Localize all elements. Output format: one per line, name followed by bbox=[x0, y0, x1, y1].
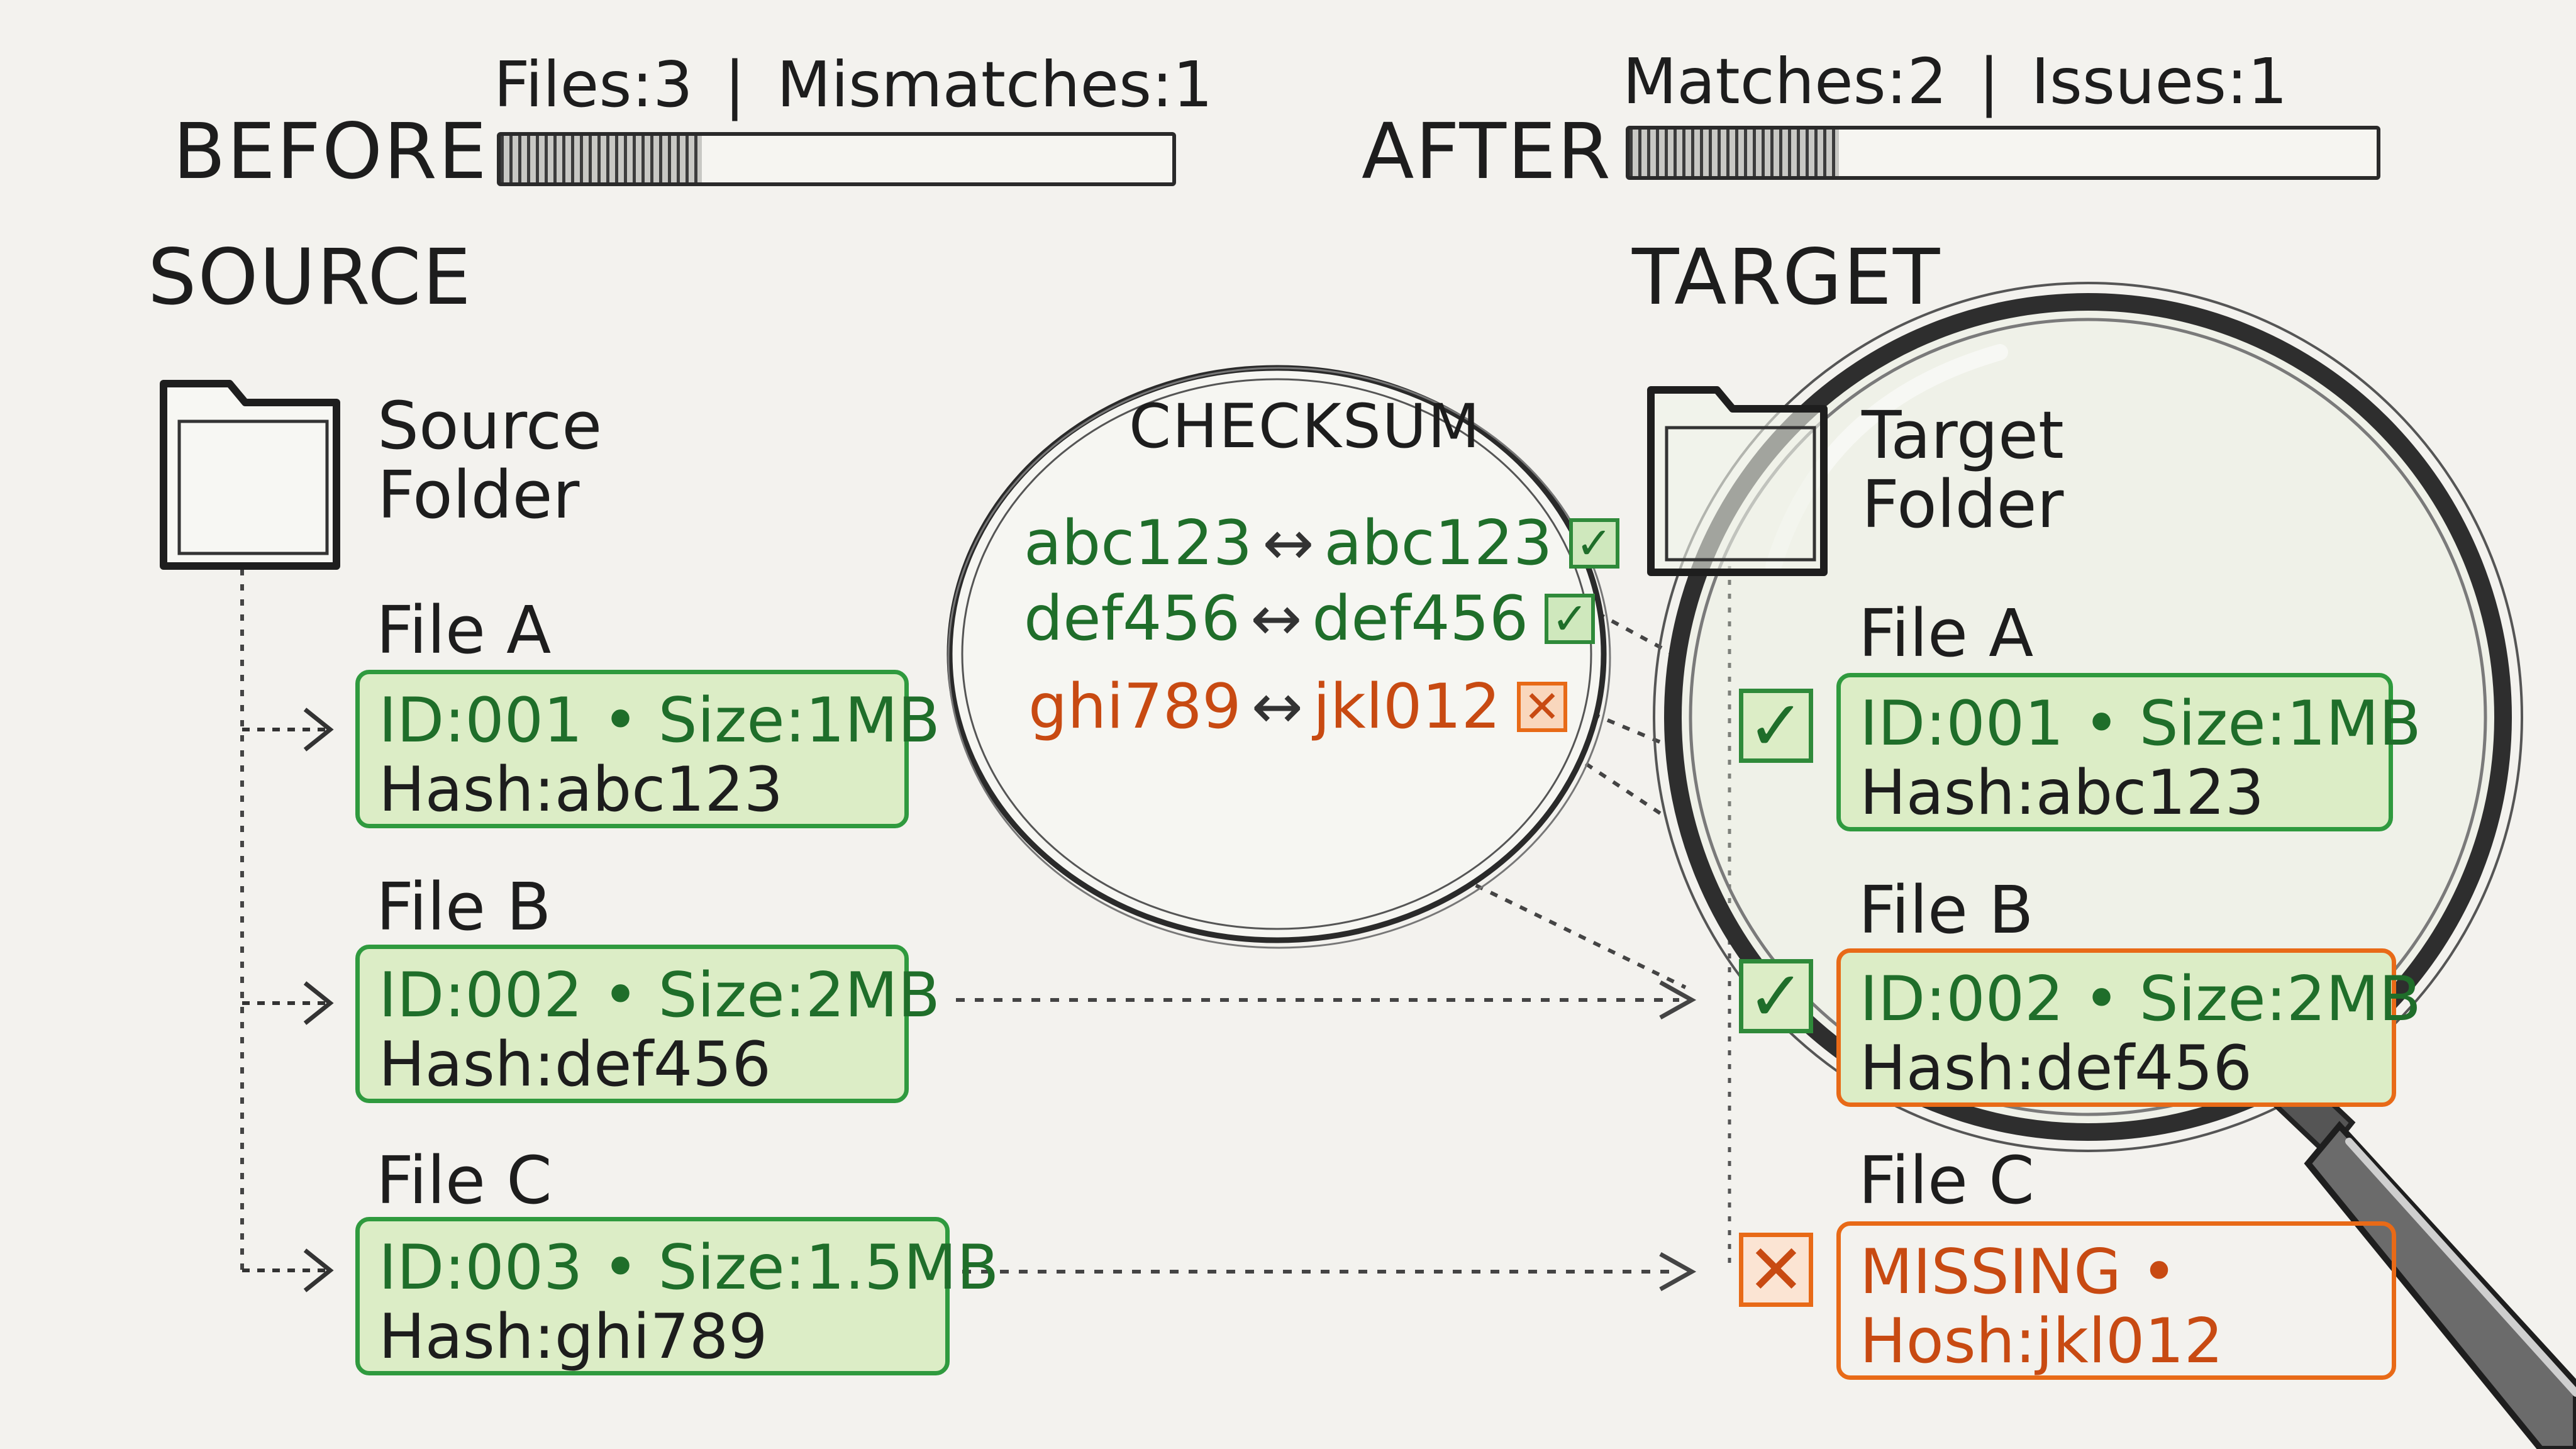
after-issues-count: Issues:1 bbox=[2031, 45, 2288, 118]
checksum-row-2-right: def456 bbox=[1312, 583, 1529, 655]
checksum-row-2-arrow: ↔ bbox=[1250, 583, 1302, 655]
target-file-b-hash: Hash:def456 bbox=[1860, 1032, 2252, 1104]
checksum-title: CHECKSUM bbox=[1129, 391, 1481, 462]
after-stats: Matches:2 | Issues:1 bbox=[1623, 50, 2287, 113]
checksum-row-1: abc123 ↔ abc123 ✓ bbox=[1024, 513, 1619, 574]
check-icon: ✓ bbox=[1545, 594, 1596, 644]
checksum-row-2: def456 ↔ def456 ✓ bbox=[1024, 583, 1596, 655]
checksum-lens bbox=[947, 365, 1611, 949]
target-file-a-meta: ID:001 • Size:1MB bbox=[1860, 688, 2421, 760]
before-mismatches-count: Mismatches:1 bbox=[777, 48, 1213, 121]
source-folder-label-line2: Folder bbox=[377, 457, 580, 533]
after-matches-count: Matches:2 bbox=[1623, 45, 1948, 118]
source-file-a-hash: Hash:abc123 bbox=[379, 753, 784, 826]
checksum-row-1-right: abc123 bbox=[1324, 508, 1553, 579]
cross-icon: ✕ bbox=[1517, 682, 1567, 732]
source-file-c-meta: ID:003 • Size:1.5MB bbox=[379, 1232, 999, 1304]
target-file-a-hash: Hash:abc123 bbox=[1860, 757, 2265, 829]
cross-icon: ✕ bbox=[1739, 1233, 1813, 1307]
source-file-c-card: ID:003 • Size:1.5MB Hash:ghi789 bbox=[355, 1217, 999, 1375]
source-file-b-card: ID:002 • Size:2MB Hash:def456 bbox=[355, 945, 940, 1103]
target-folder-label: Target Folder bbox=[1862, 402, 2064, 537]
target-file-a-name: File A bbox=[1858, 595, 2034, 672]
source-folder-label: Source Folder bbox=[377, 393, 602, 528]
before-stats: Files:3 | Mismatches:1 bbox=[494, 53, 1213, 116]
target-file-b-name: File B bbox=[1858, 872, 2034, 948]
source-file-b-name: File B bbox=[376, 869, 552, 945]
after-heading: AFTER bbox=[1362, 107, 1612, 196]
after-progress-fill bbox=[1629, 130, 1839, 176]
target-file-c-name: File C bbox=[1858, 1142, 2035, 1219]
target-file-b-card: ID:002 • Size:2MB Hash:def456 bbox=[1836, 948, 2421, 1107]
source-file-c-name: File C bbox=[376, 1142, 552, 1219]
source-file-c-hash: Hash:ghi789 bbox=[379, 1301, 768, 1373]
target-heading: TARGET bbox=[1632, 233, 1941, 322]
checksum-row-3: ghi789 ↔ jkl012 ✕ bbox=[1028, 676, 1567, 738]
source-file-a-card: ID:001 • Size:1MB Hash:abc123 bbox=[355, 670, 940, 828]
source-folder-icon bbox=[160, 380, 340, 570]
check-icon: ✓ bbox=[1739, 689, 1813, 763]
source-arrow-c bbox=[242, 1248, 334, 1292]
checksum-row-1-left: abc123 bbox=[1024, 508, 1253, 579]
source-arrow-b bbox=[242, 981, 334, 1025]
before-separator: | bbox=[724, 48, 746, 121]
source-file-a-meta: ID:001 • Size:1MB bbox=[379, 685, 940, 757]
connector-checksum-3 bbox=[1571, 753, 1668, 819]
source-heading: SOURCE bbox=[148, 233, 472, 322]
target-file-c-status: MISSING • bbox=[1860, 1236, 2177, 1308]
target-folder-label-line1: Target bbox=[1862, 397, 2064, 474]
target-file-a-card: ID:001 • Size:1MB Hash:abc123 bbox=[1836, 673, 2421, 831]
source-arrow-a bbox=[242, 708, 334, 752]
checksum-row-3-right: jkl012 bbox=[1313, 671, 1501, 743]
source-file-b-hash: Hash:def456 bbox=[379, 1028, 771, 1101]
checksum-row-1-arrow: ↔ bbox=[1262, 508, 1314, 579]
checksum-row-3-arrow: ↔ bbox=[1251, 671, 1303, 743]
check-icon: ✓ bbox=[1739, 959, 1813, 1033]
before-files-count: Files:3 bbox=[494, 48, 693, 121]
target-file-c-hash: Hosh:jkl012 bbox=[1860, 1305, 2224, 1377]
target-folder-label-line2: Folder bbox=[1862, 466, 2064, 543]
source-folder-label-line1: Source bbox=[377, 387, 602, 464]
connector-file-c bbox=[962, 1252, 1697, 1292]
source-file-a-name: File A bbox=[376, 592, 552, 669]
checksum-row-2-left: def456 bbox=[1024, 583, 1241, 655]
checksum-row-3-left: ghi789 bbox=[1028, 671, 1241, 743]
connector-checksum-4 bbox=[1445, 869, 1687, 989]
target-file-b-meta: ID:002 • Size:2MB bbox=[1860, 963, 2421, 1035]
before-progress-bar bbox=[497, 132, 1176, 186]
before-progress-fill bbox=[501, 136, 702, 182]
before-heading: BEFORE bbox=[173, 107, 488, 196]
source-file-b-meta: ID:002 • Size:2MB bbox=[379, 960, 940, 1031]
after-progress-bar bbox=[1626, 126, 2380, 180]
connector-file-b bbox=[956, 980, 1697, 1020]
target-folder-icon bbox=[1647, 386, 1828, 576]
after-separator: | bbox=[1978, 45, 2000, 118]
target-file-c-card: MISSING • Hosh:jkl012 bbox=[1836, 1221, 2396, 1380]
check-icon: ✓ bbox=[1568, 518, 1619, 569]
